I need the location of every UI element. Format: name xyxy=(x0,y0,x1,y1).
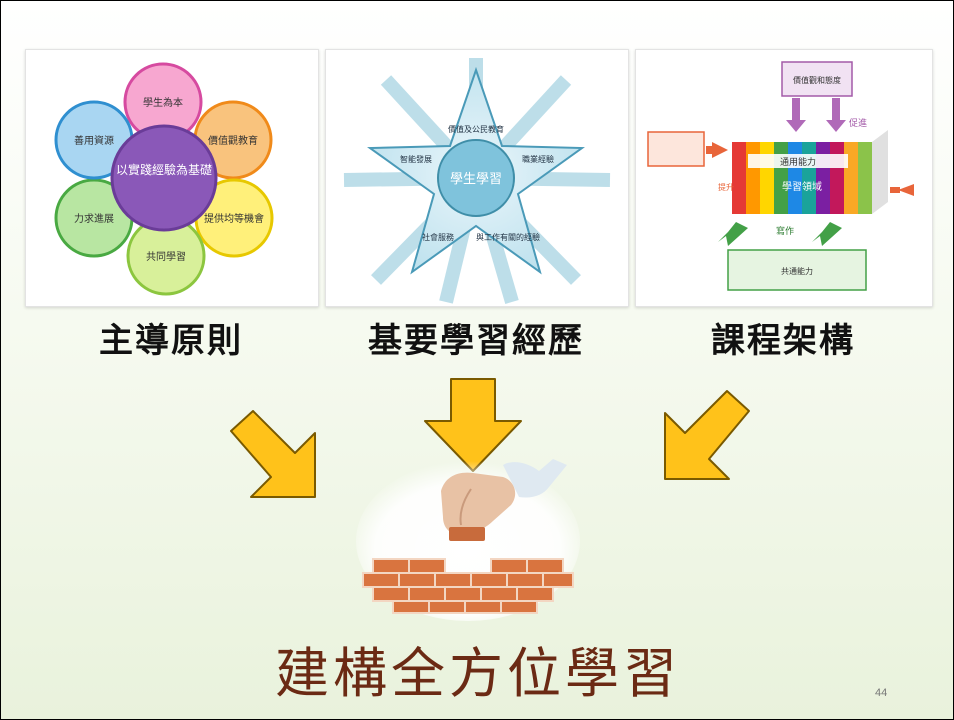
caption-curriculum-framework: 課程架構 xyxy=(711,321,855,361)
write-label: 寫作 xyxy=(776,225,794,237)
essential-learning-experiences-diagram: 學生學習 價值及公民教育 職業經驗 社會服務 與工作有關的經驗 智能發展 xyxy=(325,49,629,307)
band-label: 通用能力 xyxy=(780,156,816,168)
point-label: 智能發展 xyxy=(400,154,432,164)
center-label: 學生學習 xyxy=(450,172,502,187)
point-label: 社會服務 xyxy=(422,232,454,242)
arrow-down-right-icon xyxy=(230,410,316,498)
bottom-box-label: 共通能力 xyxy=(781,266,813,276)
center-label: 以實踐經驗為基礎 xyxy=(116,162,212,177)
point-label: 價值及公民教育 xyxy=(448,124,504,134)
framework-diagram-graphic: 價值觀和態度 促進 通用能力 學習領域 寫作 xyxy=(647,61,914,291)
petal-label: 價值觀教育 xyxy=(208,134,258,147)
petal-label: 共同學習 xyxy=(146,250,186,263)
star-diagram-graphic: 學生學習 價值及公民教育 職業經驗 社會服務 與工作有關的經驗 智能發展 xyxy=(343,58,611,304)
raise-label: 提升 xyxy=(718,182,734,192)
arrow-down-left-icon xyxy=(664,390,750,480)
curriculum-framework-diagram: 價值觀和態度 促進 通用能力 學習領域 寫作 xyxy=(635,49,933,307)
point-label: 職業經驗 xyxy=(522,154,554,164)
petal-label: 學生為本 xyxy=(143,96,183,109)
caption-essential-learning-experiences: 基要學習經歷 xyxy=(368,321,584,361)
building-bricks-image xyxy=(356,459,580,621)
petal-label: 提供均等機會 xyxy=(204,212,264,225)
petal-label: 善用資源 xyxy=(74,134,114,147)
top-box-label: 價值觀和態度 xyxy=(793,75,841,85)
arrow-down-icon xyxy=(424,378,522,472)
petal-label: 力求進展 xyxy=(74,212,114,225)
point-label: 與工作有關的經驗 xyxy=(476,232,540,242)
promote-label: 促進 xyxy=(849,117,867,129)
flower-diagram-graphic: 以實踐經驗為基礎 學生為本 價值觀教育 善用資源 力求進展 共同學習 提供均等機… xyxy=(54,62,274,296)
caption-guiding-principles: 主導原則 xyxy=(99,321,243,361)
band2-label: 學習領域 xyxy=(782,180,822,193)
guiding-principles-diagram: 以實踐經驗為基礎 學生為本 價值觀教育 善用資源 力求進展 共同學習 提供均等機… xyxy=(25,49,319,307)
slide-number: 44 xyxy=(875,687,888,699)
slide-title: 建構全方位學習 xyxy=(275,642,681,705)
